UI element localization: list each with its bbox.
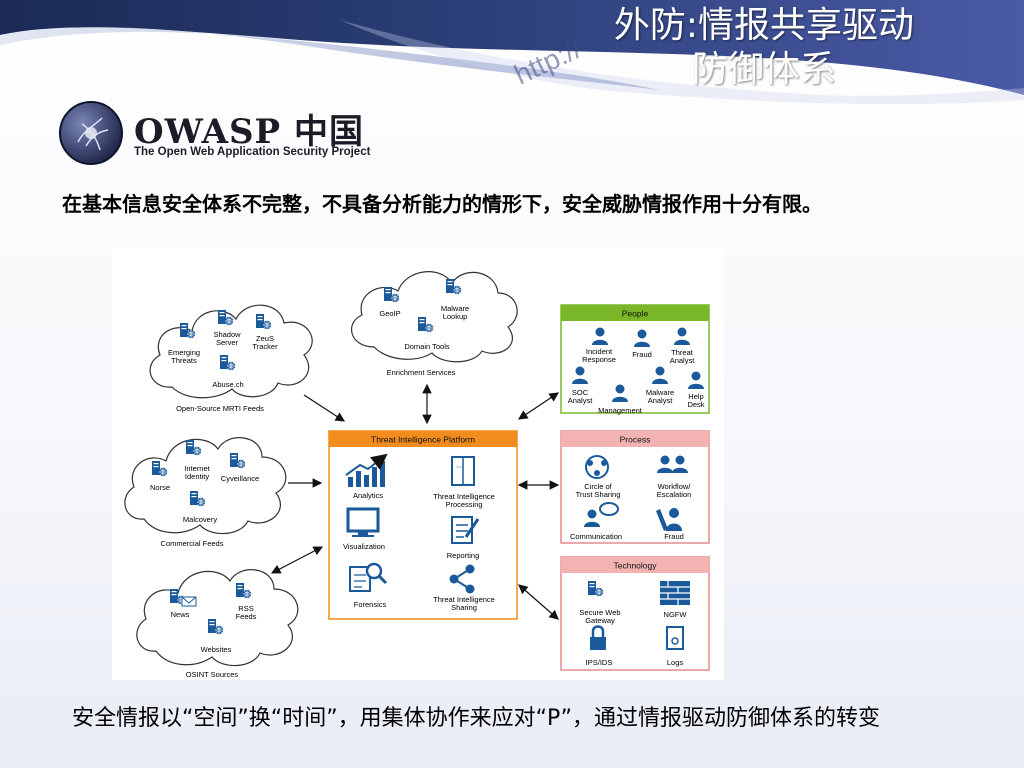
owasp-globe-icon [59, 101, 123, 165]
fraud-process-icon [656, 508, 682, 531]
osint-caption: OSINT Sources [186, 670, 239, 679]
enrichment-caption: Enrichment Services [387, 368, 456, 377]
circle-of-trust-icon [585, 455, 609, 479]
header-swoosh: http:// [0, 0, 1024, 105]
ips-lock-icon [590, 625, 606, 650]
feed-cyveillance: Cyveillance [221, 474, 259, 483]
intro-text: 在基本信息安全体系不完整，不具备分析能力的情形下，安全威胁情报作用十分有限。 [62, 192, 822, 216]
communication-icon [584, 502, 619, 527]
enrich-domain-tools: Domain Tools [404, 342, 450, 351]
enrich-geoip: GeoIP [379, 309, 400, 318]
slide-title: 外防:情报共享驱动 防御体系 [614, 4, 914, 92]
processing-icon: ~~ [451, 456, 475, 486]
platform-analytics: Analytics [353, 491, 383, 500]
platform-reporting: Reporting [447, 551, 480, 560]
people-fraud: Fraud [632, 350, 652, 359]
connector-arrows [270, 383, 560, 620]
threat-intel-platform: Threat Intelligence Platform Analytics ~… [328, 430, 518, 620]
process-fraud: Fraud [664, 532, 684, 541]
platform-title: Threat Intelligence Platform [371, 435, 475, 445]
commercial-caption: Commercial Feeds [161, 539, 224, 548]
analytics-icon [345, 453, 388, 487]
osint-websites: Websites [201, 645, 232, 654]
feed-malcovery: Malcovery [183, 515, 217, 524]
platform-visualization: Visualization [343, 542, 385, 551]
process-communication: Communication [570, 532, 622, 541]
svg-text:~~: ~~ [456, 465, 462, 471]
title-line-1: 外防:情报共享驱动 [613, 5, 914, 46]
feed-norse: Norse [150, 483, 170, 492]
ngfw-icon [660, 581, 690, 605]
reporting-icon [451, 516, 480, 544]
technology-title: Technology [613, 561, 657, 571]
tech-ngfw: NGFW [664, 610, 688, 619]
osint-news: News [171, 610, 190, 619]
platform-forensics: Forensics [354, 600, 387, 609]
sharing-icon [449, 564, 475, 594]
owasp-logo: OWASP 中国 The Open Web Application Securi… [58, 100, 370, 170]
tech-logs: Logs [667, 658, 684, 667]
process-title: Process [620, 435, 651, 445]
tech-ips-ids: IPS/IDS [586, 658, 613, 667]
forensics-icon [349, 562, 388, 592]
people-management: Management [598, 406, 643, 415]
logo-name: OWASP 中国 [134, 112, 364, 152]
title-line-2: 防御体系 [691, 49, 836, 90]
process-workflow: Workflow/Escalation [657, 482, 692, 499]
bottom-summary-text: 安全情报以“空间”换“时间”，用集体协作来应对“P”，通过情报驱动防御体系的转变 [72, 706, 881, 731]
visualization-icon [346, 507, 380, 537]
feed-abuse-ch: Abuse.ch [212, 380, 243, 389]
logo-subtitle: The Open Web Application Security Projec… [134, 146, 371, 158]
logs-icon [666, 626, 684, 650]
open-source-caption: Open-Source MRTI Feeds [176, 404, 264, 413]
people-title: People [622, 309, 649, 319]
